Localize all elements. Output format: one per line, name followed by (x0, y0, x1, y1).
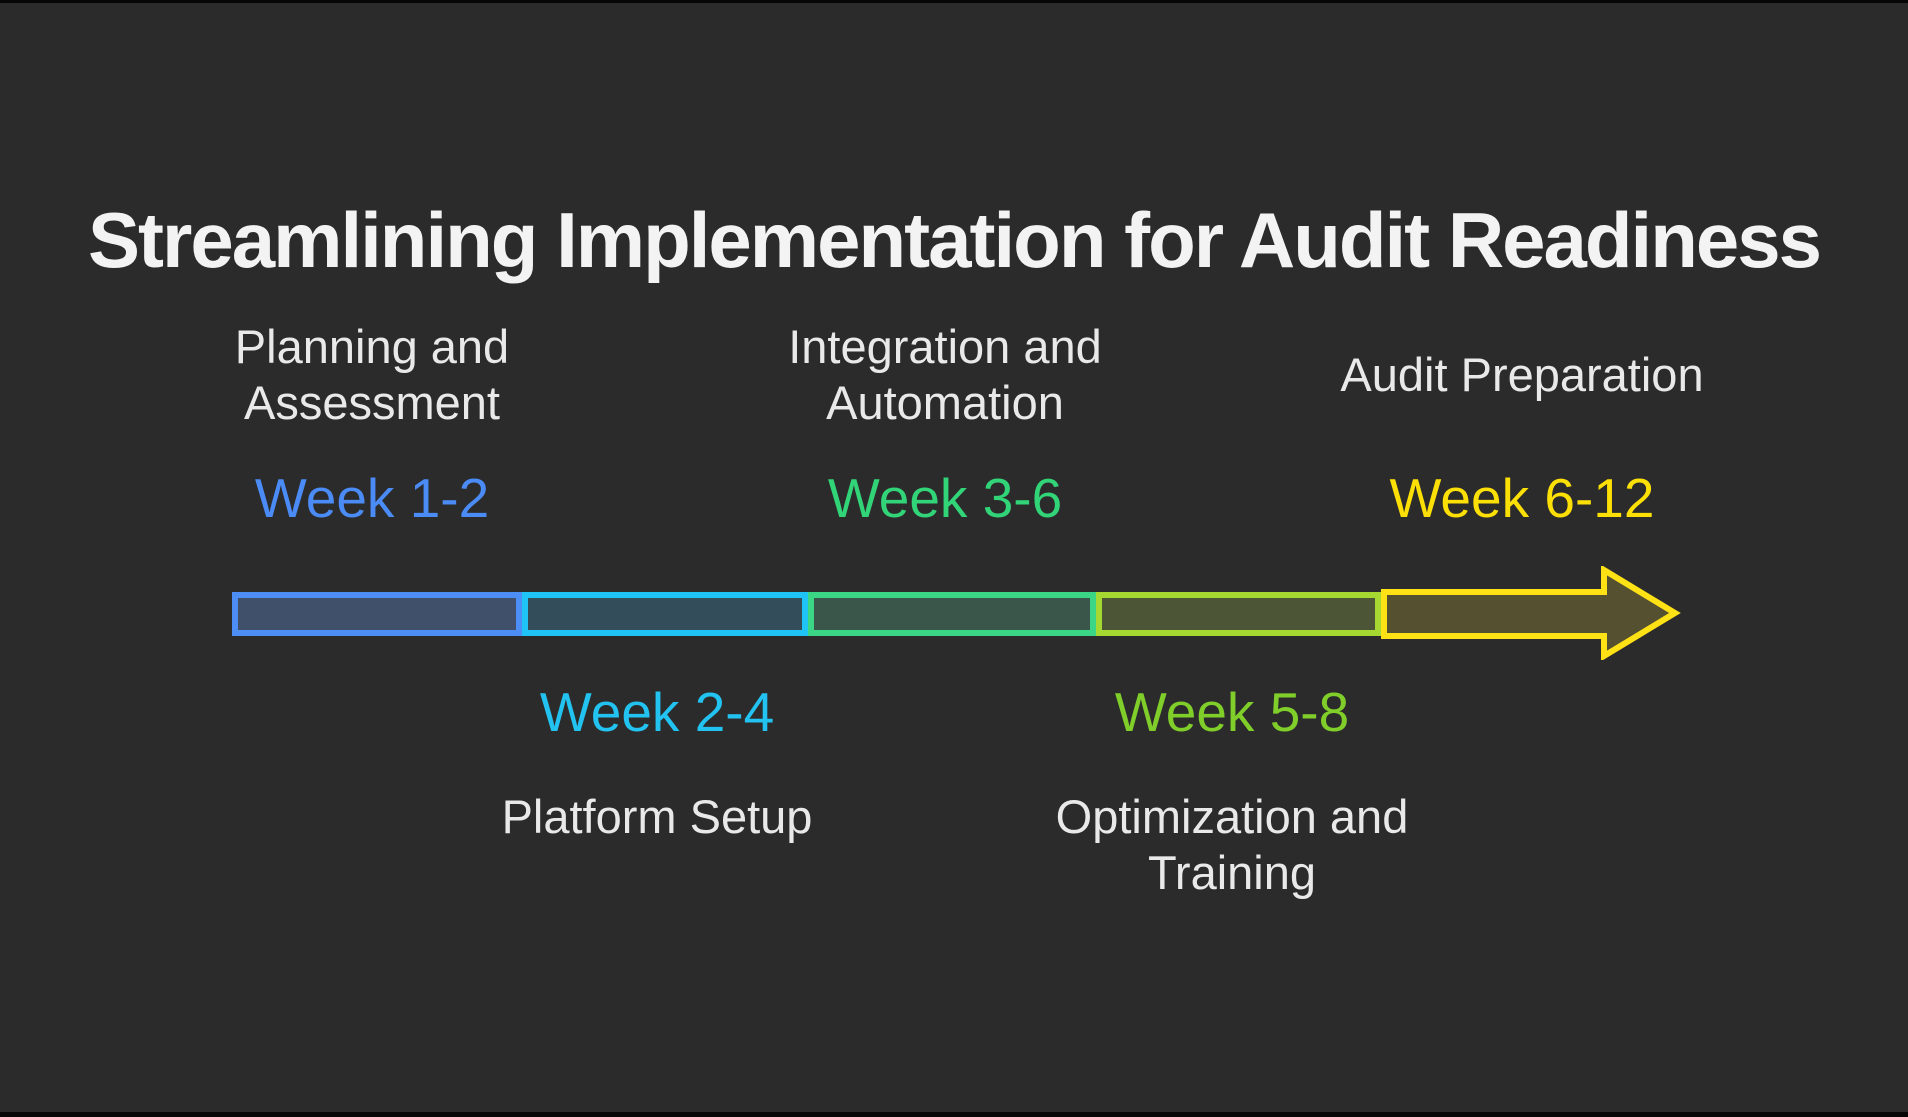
phase-name: Platform Setup (501, 790, 813, 843)
phase-label-audit-preparation: Audit Preparation (1282, 319, 1762, 431)
arrow-segment-platform-setup (522, 592, 808, 636)
phase-label-platform-setup: Platform Setup (417, 789, 897, 901)
top-edge-bar (0, 0, 1908, 3)
phase-name: Integration and Automation (788, 320, 1102, 429)
page-title: Streamlining Implementation for Audit Re… (87, 196, 1822, 285)
timeline-arrow (232, 592, 1381, 636)
phase-label-integration-automation: Integration and Automation (705, 319, 1185, 431)
arrow-head-shape (1381, 566, 1681, 660)
arrow-segment-optimization (1096, 592, 1381, 636)
week-range-6-12: Week 6-12 (1389, 467, 1655, 529)
arrow-head-icon (1381, 566, 1681, 660)
week-range-3-6: Week 3-6 (827, 467, 1063, 529)
phase-name: Audit Preparation (1340, 348, 1704, 401)
arrow-segment-planning (232, 592, 522, 636)
phase-name: Optimization and Training (1055, 790, 1409, 899)
week-range-1-2: Week 1-2 (254, 467, 490, 529)
week-range-2-4: Week 2-4 (539, 681, 775, 743)
phase-label-planning-assessment: Planning and Assessment (132, 319, 612, 431)
week-range-5-8: Week 5-8 (1114, 681, 1350, 743)
phase-name: Planning and Assessment (234, 320, 510, 429)
arrow-segment-integration (808, 592, 1096, 636)
bottom-edge-bar (0, 1112, 1908, 1117)
phase-label-optimization-training: Optimization and Training (992, 789, 1472, 901)
